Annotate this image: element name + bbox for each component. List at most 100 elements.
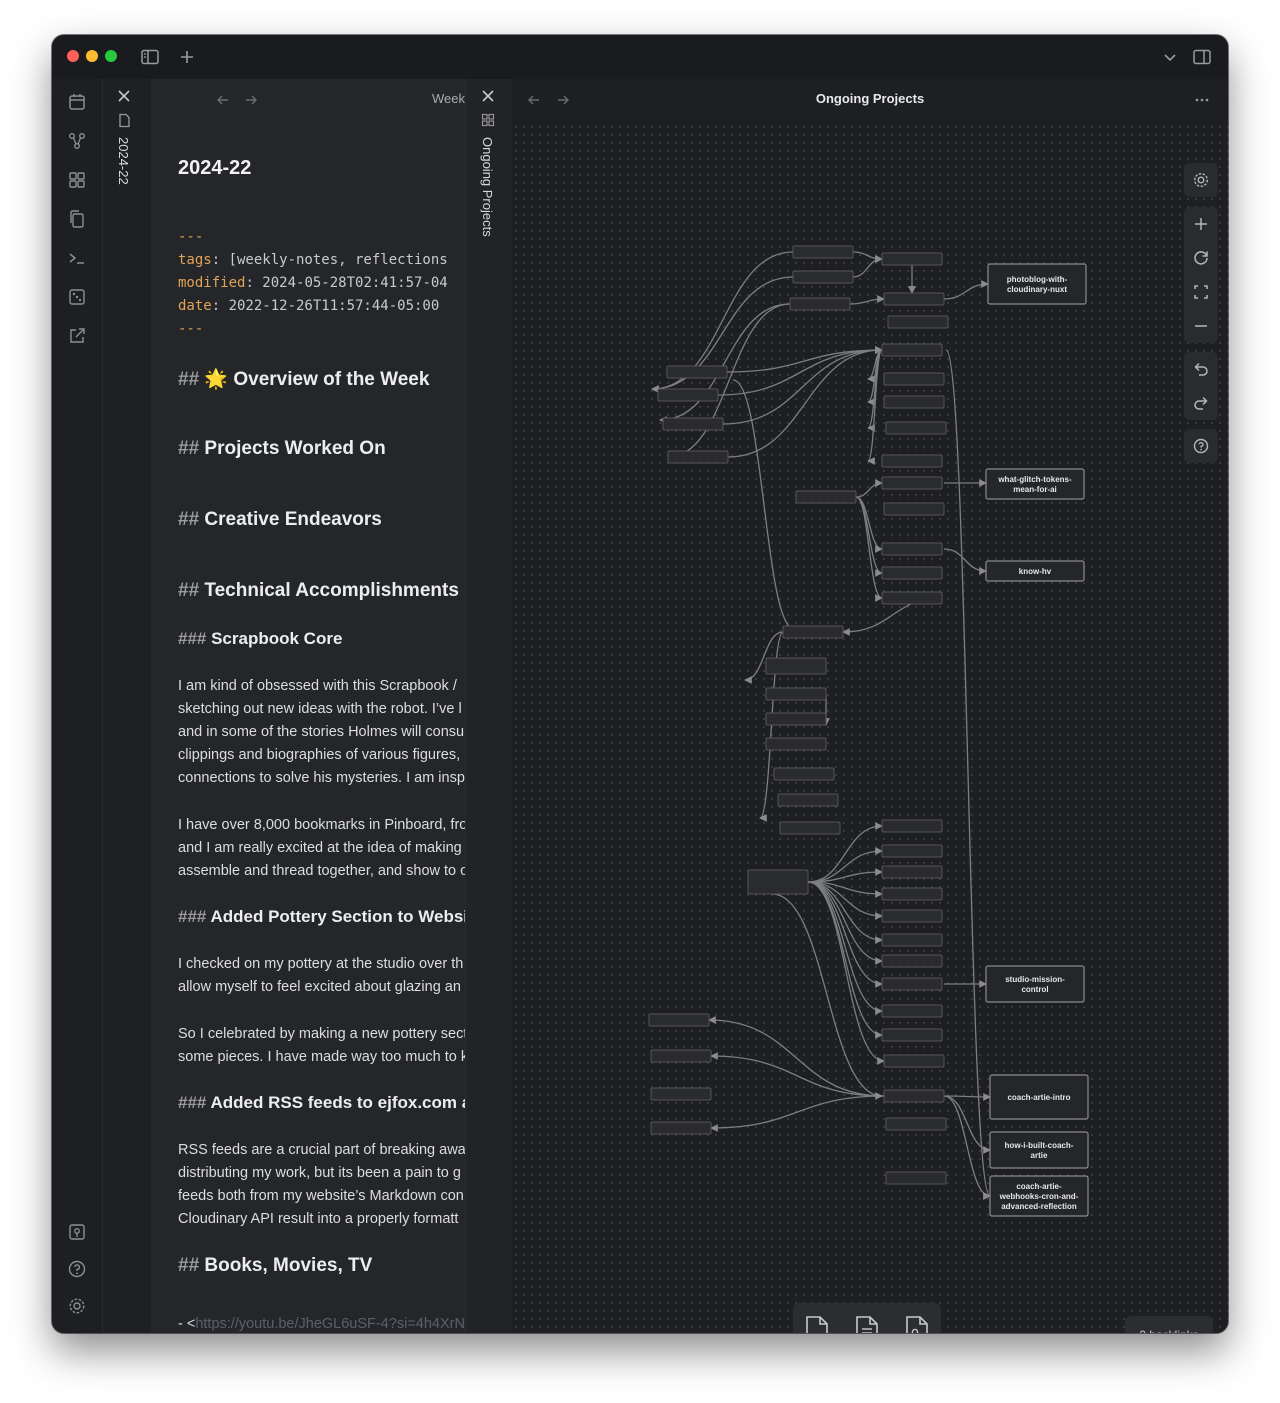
close-window-button[interactable] [67, 50, 79, 62]
canvas-card[interactable] [881, 1004, 943, 1018]
canvas-card[interactable] [883, 395, 945, 409]
forward-arrow-icon[interactable] [556, 93, 570, 107]
reset-zoom-icon[interactable] [1184, 241, 1218, 275]
canvas-card[interactable] [881, 252, 943, 266]
canvas-card[interactable] [881, 844, 943, 858]
canvas-card[interactable] [666, 365, 728, 379]
canvas-card[interactable] [657, 388, 719, 402]
vault-switcher-icon[interactable] [66, 1221, 88, 1243]
canvas-card[interactable] [648, 1013, 710, 1027]
canvas-title: Ongoing Projects [815, 91, 925, 106]
canvas-card[interactable] [881, 933, 943, 947]
canvas-card[interactable] [885, 1171, 947, 1185]
canvas-card[interactable] [667, 450, 729, 464]
youtube-link[interactable]: https://youtu.be/JheGL6uSF-4?si=4h4XrN [195, 1316, 465, 1332]
canvas-card[interactable] [881, 865, 943, 879]
canvas-card[interactable] [881, 819, 943, 833]
gear-icon[interactable] [1184, 163, 1218, 197]
canvas-card[interactable] [881, 454, 943, 468]
canvas-card[interactable] [650, 1049, 712, 1063]
new-tab-icon[interactable] [178, 48, 196, 66]
canvas-card-labeled[interactable] [985, 965, 1085, 1003]
canvas-card[interactable] [881, 954, 943, 968]
canvas-icon[interactable] [66, 169, 88, 191]
canvas-card-labeled[interactable] [989, 1074, 1089, 1120]
canvas-card[interactable] [883, 1054, 945, 1068]
canvas-card[interactable] [881, 343, 943, 357]
more-options-icon[interactable] [1194, 93, 1210, 107]
help-icon[interactable] [66, 1258, 88, 1280]
canvas-card[interactable] [881, 566, 943, 580]
canvas-card[interactable] [782, 625, 844, 639]
canvas-card[interactable] [765, 737, 827, 751]
forward-arrow-icon[interactable] [244, 93, 258, 107]
help-icon[interactable] [1184, 429, 1218, 463]
canvas-card[interactable] [779, 821, 841, 835]
canvas-card[interactable] [881, 476, 943, 490]
canvas-card[interactable] [650, 1087, 712, 1101]
canvas-card[interactable] [765, 657, 827, 675]
canvas-card[interactable] [883, 502, 945, 516]
close-tab-icon[interactable] [117, 89, 131, 103]
back-arrow-icon[interactable] [527, 93, 541, 107]
canvas-card[interactable] [789, 297, 851, 311]
publish-icon[interactable] [66, 325, 88, 347]
canvas-card[interactable] [777, 793, 839, 807]
canvas-card[interactable] [881, 542, 943, 556]
frontmatter-tags[interactable]: tags: [weekly-notes, reflections [178, 252, 448, 268]
canvas-graph[interactable]: photoblog-with-cloudinary-nuxtwhat-glitc… [512, 123, 1227, 1333]
canvas-card-labeled[interactable] [985, 468, 1085, 500]
canvas-card[interactable] [650, 1121, 712, 1135]
right-sidebar-toggle-icon[interactable] [1192, 47, 1212, 67]
zoom-in-icon[interactable] [1184, 207, 1218, 241]
canvas-card[interactable] [883, 1089, 945, 1103]
backlinks-count[interactable]: 0 backlinks [1125, 1316, 1213, 1333]
canvas-card[interactable] [747, 869, 809, 895]
sidebar-toggle-icon[interactable] [140, 47, 160, 67]
frontmatter-date[interactable]: date: 2022-12-26T11:57:44-05:00 [178, 298, 440, 314]
canvas-card[interactable] [792, 270, 854, 284]
fit-to-screen-icon[interactable] [1184, 275, 1218, 309]
canvas-card-labeled[interactable] [985, 560, 1085, 582]
settings-icon[interactable] [66, 1295, 88, 1317]
copy-icon[interactable] [66, 208, 88, 230]
canvas-card[interactable] [881, 909, 943, 923]
chevron-down-icon[interactable] [1162, 49, 1178, 65]
canvas-card[interactable] [885, 421, 947, 435]
add-note-icon[interactable] [853, 1314, 881, 1333]
undo-icon[interactable] [1184, 352, 1218, 386]
calendar-icon[interactable] [66, 91, 88, 113]
add-media-icon[interactable] [903, 1314, 931, 1333]
graph-view-icon[interactable] [66, 130, 88, 152]
canvas-card[interactable] [792, 245, 854, 259]
canvas-card-labeled[interactable] [987, 263, 1087, 305]
canvas-card[interactable] [881, 887, 943, 901]
canvas-card[interactable] [887, 315, 949, 329]
zoom-out-icon[interactable] [1184, 309, 1218, 343]
terminal-icon[interactable] [66, 247, 88, 269]
random-note-icon[interactable] [66, 286, 88, 308]
canvas-card-labeled[interactable] [989, 1175, 1089, 1217]
canvas-card[interactable] [881, 591, 943, 605]
canvas-card-labeled[interactable] [989, 1131, 1089, 1169]
add-card-icon[interactable] [803, 1314, 831, 1333]
canvas-card[interactable] [883, 292, 945, 306]
canvas-card[interactable] [773, 767, 835, 781]
frontmatter-modified[interactable]: modified: 2024-05-28T02:41:57-04 [178, 275, 448, 291]
stacked-tab-label-2[interactable]: Ongoing Projects [480, 137, 495, 237]
back-arrow-icon[interactable] [216, 93, 230, 107]
canvas-card[interactable] [881, 1028, 943, 1042]
canvas-card[interactable] [765, 712, 827, 726]
canvas-card[interactable] [885, 1117, 947, 1131]
zoom-window-button[interactable] [105, 50, 117, 62]
stacked-tab-label[interactable]: 2024-22 [116, 137, 131, 185]
minimize-window-button[interactable] [86, 50, 98, 62]
redo-icon[interactable] [1184, 386, 1218, 420]
close-tab-icon[interactable] [481, 89, 495, 103]
canvas-card[interactable] [765, 687, 827, 701]
canvas-card[interactable] [662, 417, 724, 431]
canvas-card[interactable] [883, 372, 945, 386]
canvas-card[interactable] [881, 977, 943, 991]
canvas-card[interactable] [795, 490, 857, 504]
